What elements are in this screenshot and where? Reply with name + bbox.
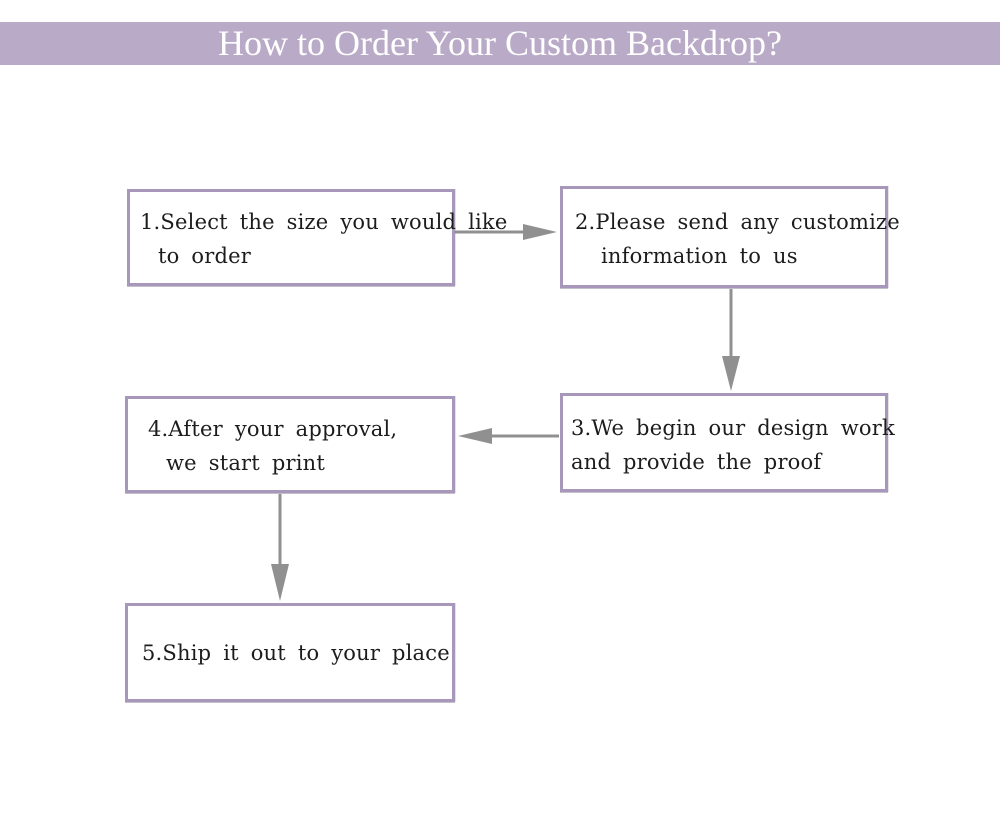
- step-5-line1: 5.Ship it out to your place: [142, 640, 450, 665]
- step-3-box: 3.We begin our design work and provide t…: [560, 393, 895, 492]
- arrow-step2-to-step3: [722, 289, 740, 391]
- step-3-line2: and provide the proof: [571, 450, 822, 474]
- arrow-step3-to-step4: [458, 428, 559, 444]
- step-1-line1: 1.Select the size you would like: [140, 210, 508, 234]
- step-4-box: 4.After your approval, we start print: [125, 396, 455, 493]
- step-2-box: 2.Please send any customize information …: [560, 186, 900, 288]
- title-banner: How to Order Your Custom Backdrop?: [0, 22, 1000, 65]
- arrow-step4-to-step5: [271, 494, 289, 601]
- step-1-box: 1.Select the size you would like to orde…: [127, 189, 508, 286]
- step-4-line1: 4.After your approval,: [148, 417, 398, 441]
- step-1-line2: to order: [158, 244, 251, 268]
- step-5-box: 5.Ship it out to your place: [125, 603, 455, 702]
- step-2-line2: information to us: [601, 244, 798, 268]
- step-3-line1: 3.We begin our design work: [571, 416, 895, 440]
- step-2-line1: 2.Please send any customize: [575, 210, 900, 234]
- step-4-line2: we start print: [166, 451, 326, 475]
- page-title: How to Order Your Custom Backdrop?: [218, 23, 782, 63]
